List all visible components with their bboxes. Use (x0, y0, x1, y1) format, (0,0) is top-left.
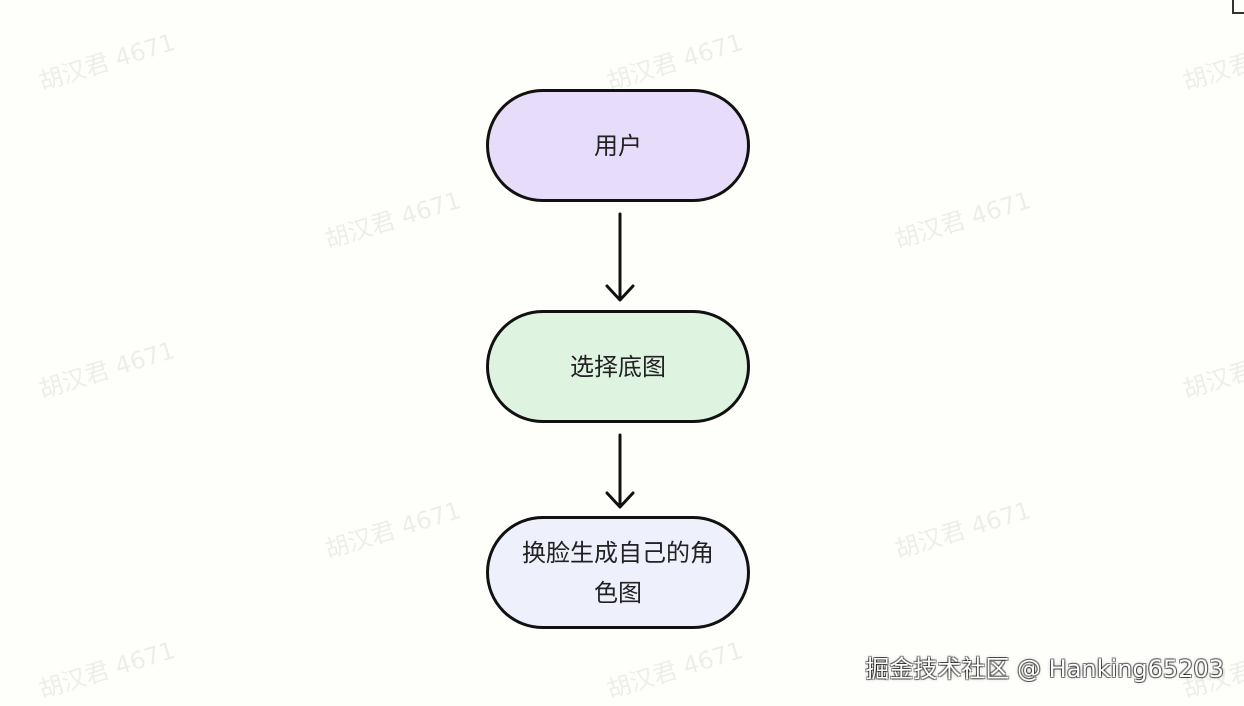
attribution-watermark: 掘金技术社区 @ Hanking65203 (865, 655, 1224, 683)
flow-node-label: 换脸生成自己的角色图 (522, 538, 714, 607)
flow-node-select-base-image: 选择底图 (486, 310, 750, 423)
flow-node-user: 用户 (486, 89, 750, 202)
corner-frame-icon (1232, 0, 1244, 14)
arrow-pick-to-swap (605, 433, 635, 509)
arrow-user-to-pick (605, 212, 635, 302)
flow-node-label: 用户 (594, 131, 642, 160)
flow-node-face-swap: 换脸生成自己的角色图 (486, 516, 750, 629)
flow-node-label: 选择底图 (570, 352, 666, 381)
